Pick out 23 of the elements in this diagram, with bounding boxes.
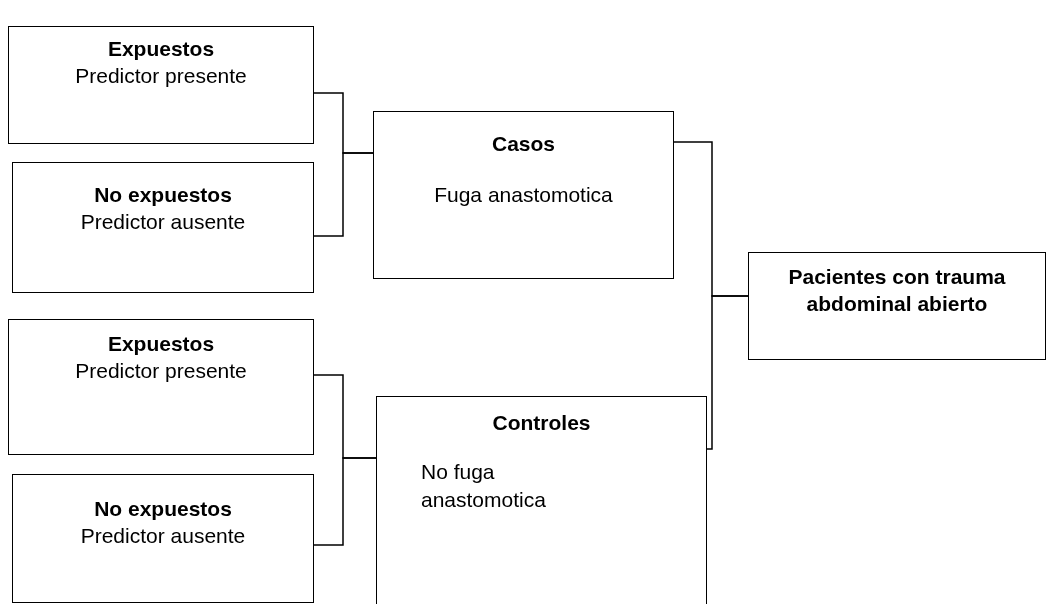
box-text: Fuga anastomotica (434, 182, 613, 209)
box-heading: Casos (492, 131, 555, 157)
text-box (748, 252, 1046, 360)
connector-line (313, 457, 377, 546)
connector-line (313, 152, 374, 237)
box-heading: Controles (492, 410, 591, 436)
box-text: No fuga anastomotica (421, 459, 547, 513)
text-box (8, 319, 314, 455)
text-box (12, 474, 314, 603)
box-heading: Pacientes con trauma abdominal abierto (787, 264, 1007, 318)
connector-line (706, 295, 749, 450)
box-text: Predictor presente (75, 358, 247, 385)
box-heading: Expuestos (107, 36, 215, 62)
text-box (8, 26, 314, 144)
box-heading: Expuestos (107, 331, 215, 357)
box-text: Predictor presente (75, 63, 247, 90)
box-heading: No expuestos (94, 182, 232, 208)
box-heading: No expuestos (94, 496, 232, 522)
text-box (12, 162, 314, 293)
text-box (373, 111, 674, 279)
box-text: Predictor ausente (80, 523, 246, 550)
box-text: Predictor ausente (80, 209, 246, 236)
text-box (376, 396, 707, 604)
